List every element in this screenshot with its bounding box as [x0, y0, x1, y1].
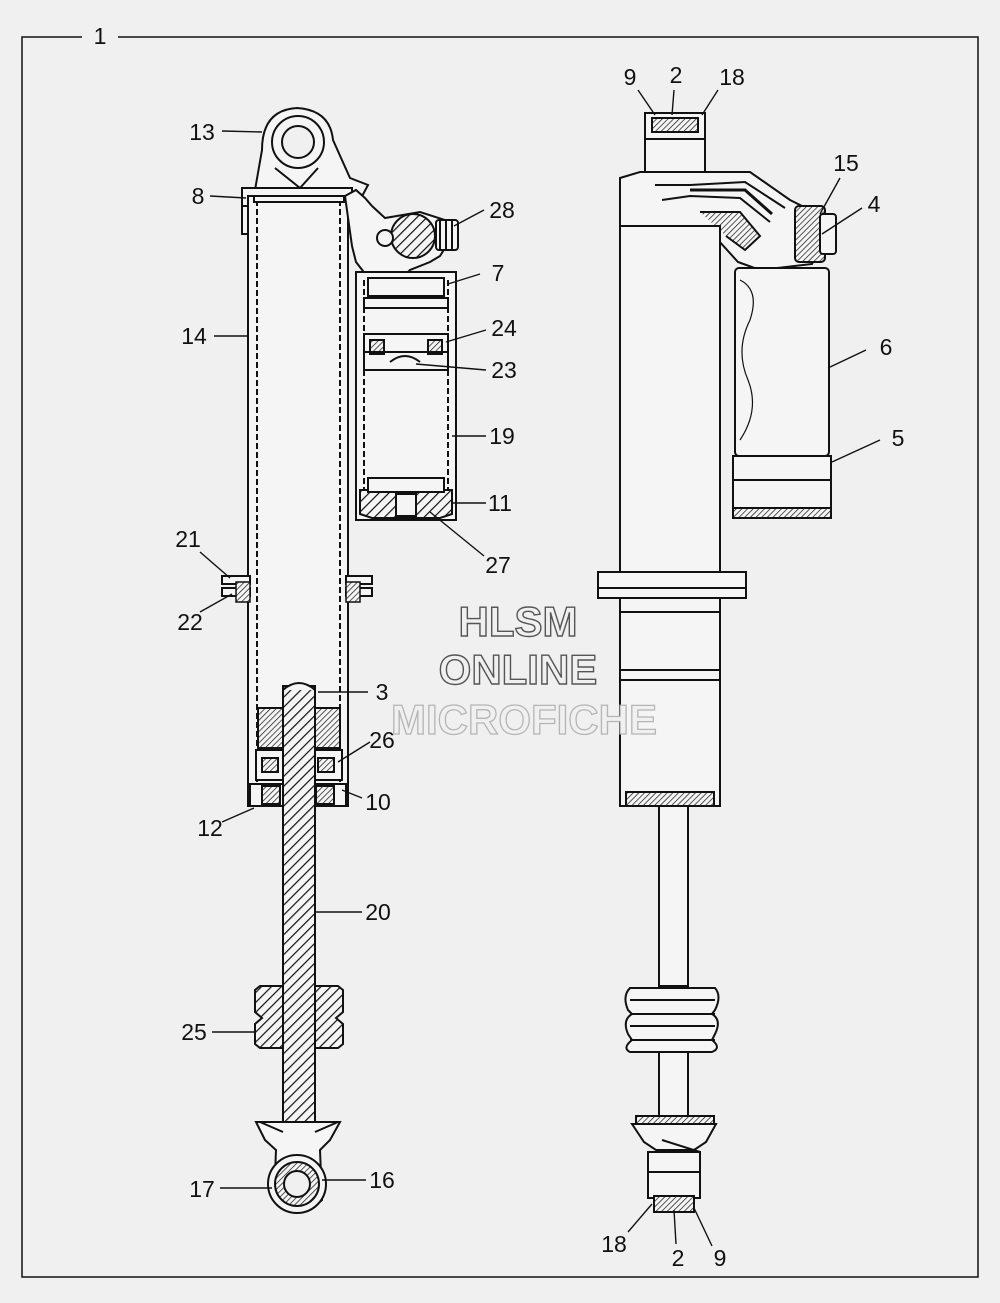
callout-26: 26	[369, 727, 395, 753]
callout-19: 19	[489, 423, 515, 449]
main-body-lower	[619, 597, 721, 807]
callout-22: 22	[177, 609, 203, 635]
main-body-upper	[619, 225, 721, 573]
callout-labels: 1 13 8 28 7 14 24 23 19 11 27 21 22 3 26…	[94, 23, 905, 1271]
exterior-view-assembly	[597, 112, 837, 1213]
callout-15: 15	[833, 150, 859, 176]
bottom-eyelet-bearing	[283, 1170, 311, 1198]
callout-13: 13	[189, 119, 215, 145]
callout-20: 20	[365, 899, 391, 925]
callout-21: 21	[175, 526, 201, 552]
frame	[21, 36, 979, 1278]
callout-28: 28	[489, 197, 515, 223]
callout-4: 4	[868, 191, 881, 217]
callout-11: 11	[488, 490, 512, 516]
reservoir-end-cap-ring	[732, 455, 832, 481]
callout-6: 6	[880, 334, 893, 360]
callout-25: 25	[181, 1019, 207, 1045]
watermark: HLSM ONLINE MICROFICHE	[390, 597, 657, 743]
callout-12: 12	[197, 815, 223, 841]
callout-5: 5	[892, 425, 905, 451]
bottom-mount	[630, 1123, 718, 1151]
spring-collar	[597, 571, 747, 589]
callout-17: 17	[189, 1176, 215, 1202]
callout-3: 3	[376, 679, 389, 705]
watermark-line-1: HLSM	[459, 598, 578, 645]
shaft	[658, 805, 689, 987]
adjuster-knob-left	[390, 213, 436, 259]
bump-stop	[254, 985, 284, 1049]
callout-18-bottom: 18	[601, 1231, 627, 1257]
watermark-line-2: ONLINE	[439, 646, 598, 693]
piston-shaft	[282, 685, 316, 1147]
callout-24: 24	[491, 315, 517, 341]
top-eyelet-bearing	[281, 125, 315, 159]
bump-stop-exterior	[624, 987, 720, 1053]
callout-27: 27	[485, 552, 511, 578]
callout-9-top: 9	[624, 64, 637, 90]
reservoir-canister	[734, 267, 830, 457]
watermark-line-3: MICROFICHE	[391, 696, 657, 743]
leader-lines	[199, 89, 881, 1247]
callout-2-top: 2	[670, 62, 683, 88]
callout-2-bottom: 2	[672, 1245, 685, 1271]
callout-1: 1	[94, 23, 107, 49]
shaft-seal	[625, 791, 715, 807]
section-view-assembly	[221, 106, 459, 1214]
callout-18-top: 18	[719, 64, 745, 90]
callout-7: 7	[492, 260, 505, 286]
callout-14: 14	[181, 323, 207, 349]
callout-23: 23	[491, 357, 517, 383]
callout-10: 10	[365, 789, 391, 815]
callout-9-bottom: 9	[714, 1245, 727, 1271]
callout-16: 16	[369, 1167, 395, 1193]
callout-8: 8	[192, 183, 205, 209]
